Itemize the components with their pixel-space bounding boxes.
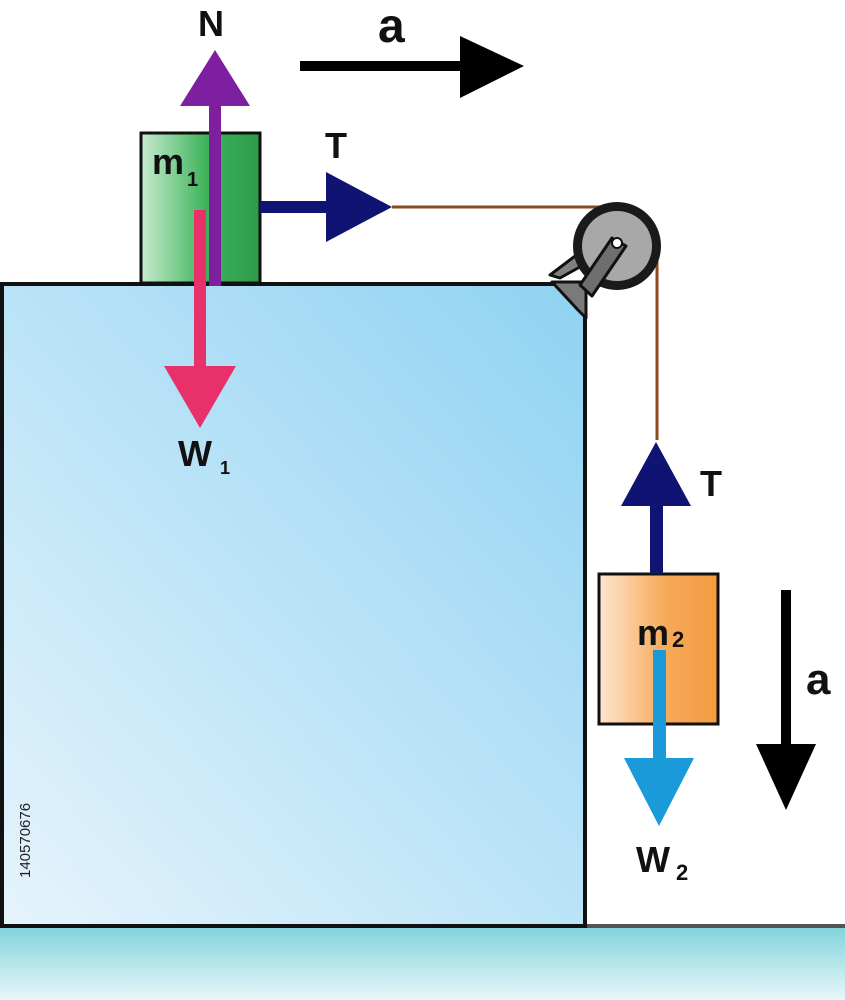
weight-2-label: W 2	[636, 839, 688, 885]
mass-1-base: m	[152, 141, 184, 182]
accel-right-label: a	[806, 655, 831, 704]
mass-2-sub: 2	[672, 627, 684, 652]
weight-1-base: W	[178, 433, 212, 474]
weight-1-label: W 1	[178, 433, 230, 478]
mass-2-label: m 2	[637, 612, 684, 653]
tension-2-arrow	[621, 442, 691, 574]
weight-2-base: W	[636, 839, 670, 880]
normal-label: N	[198, 3, 224, 44]
acceleration-arrow-horizontal	[300, 36, 524, 98]
accel-top-label: a	[378, 0, 405, 53]
mass-1-sub: 1	[187, 169, 198, 191]
tension-1-label: T	[325, 125, 347, 166]
weight-1-sub: 1	[220, 458, 230, 478]
weight-2-arrow	[624, 650, 694, 826]
pulley-icon	[548, 202, 661, 320]
weight-2-sub: 2	[676, 860, 688, 885]
weight-1-arrow	[164, 210, 236, 428]
tension-1-arrow	[260, 172, 392, 242]
mass-1-label: m 1	[152, 141, 198, 191]
floor	[0, 926, 845, 1000]
normal-force-arrow	[180, 50, 250, 286]
stock-id: 140570676	[17, 803, 34, 878]
acceleration-arrow-vertical	[756, 590, 816, 810]
mass-2-base: m	[637, 612, 669, 653]
tension-2-label: T	[700, 463, 722, 504]
table	[0, 282, 587, 928]
